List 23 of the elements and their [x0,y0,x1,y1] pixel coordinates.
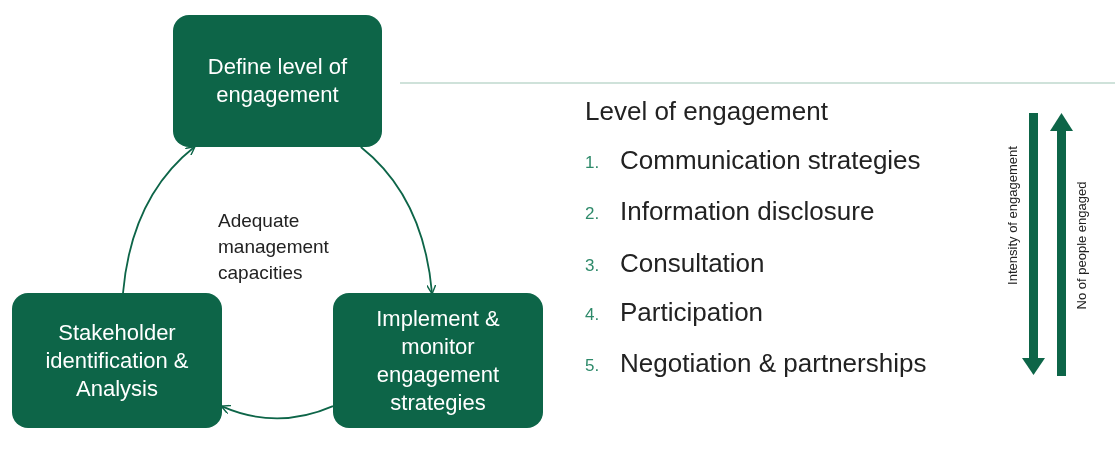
arrow [359,146,437,295]
list-item: Negotiation & partnerships [620,348,927,379]
list-item: Information disclosure [620,196,875,227]
process-box [12,293,222,428]
list-item: Consultation [620,248,765,279]
list-item: Participation [620,297,764,328]
list-number: 5. [585,356,600,376]
axis-caption: Intensity of engagement [1004,145,1020,285]
arrow [122,145,196,294]
list-item: Communication strategies [620,145,921,176]
list-heading: Level of engagement [585,96,828,127]
box-text: Stakeholder identification & Analysis [44,318,190,403]
box-text: Implement & monitor engagement strategies [375,304,501,417]
box-text: Define level of engagement [206,53,349,109]
list-number: 4. [585,305,600,325]
list-number: 1. [585,153,600,173]
process-box [333,293,543,428]
list-number: 3. [585,256,600,276]
arrow [220,404,334,420]
axis-caption: No of people engaged [1074,181,1090,309]
center-note: Adequate management capacities [218,209,330,285]
list-number: 2. [585,204,600,224]
process-box [173,15,382,147]
